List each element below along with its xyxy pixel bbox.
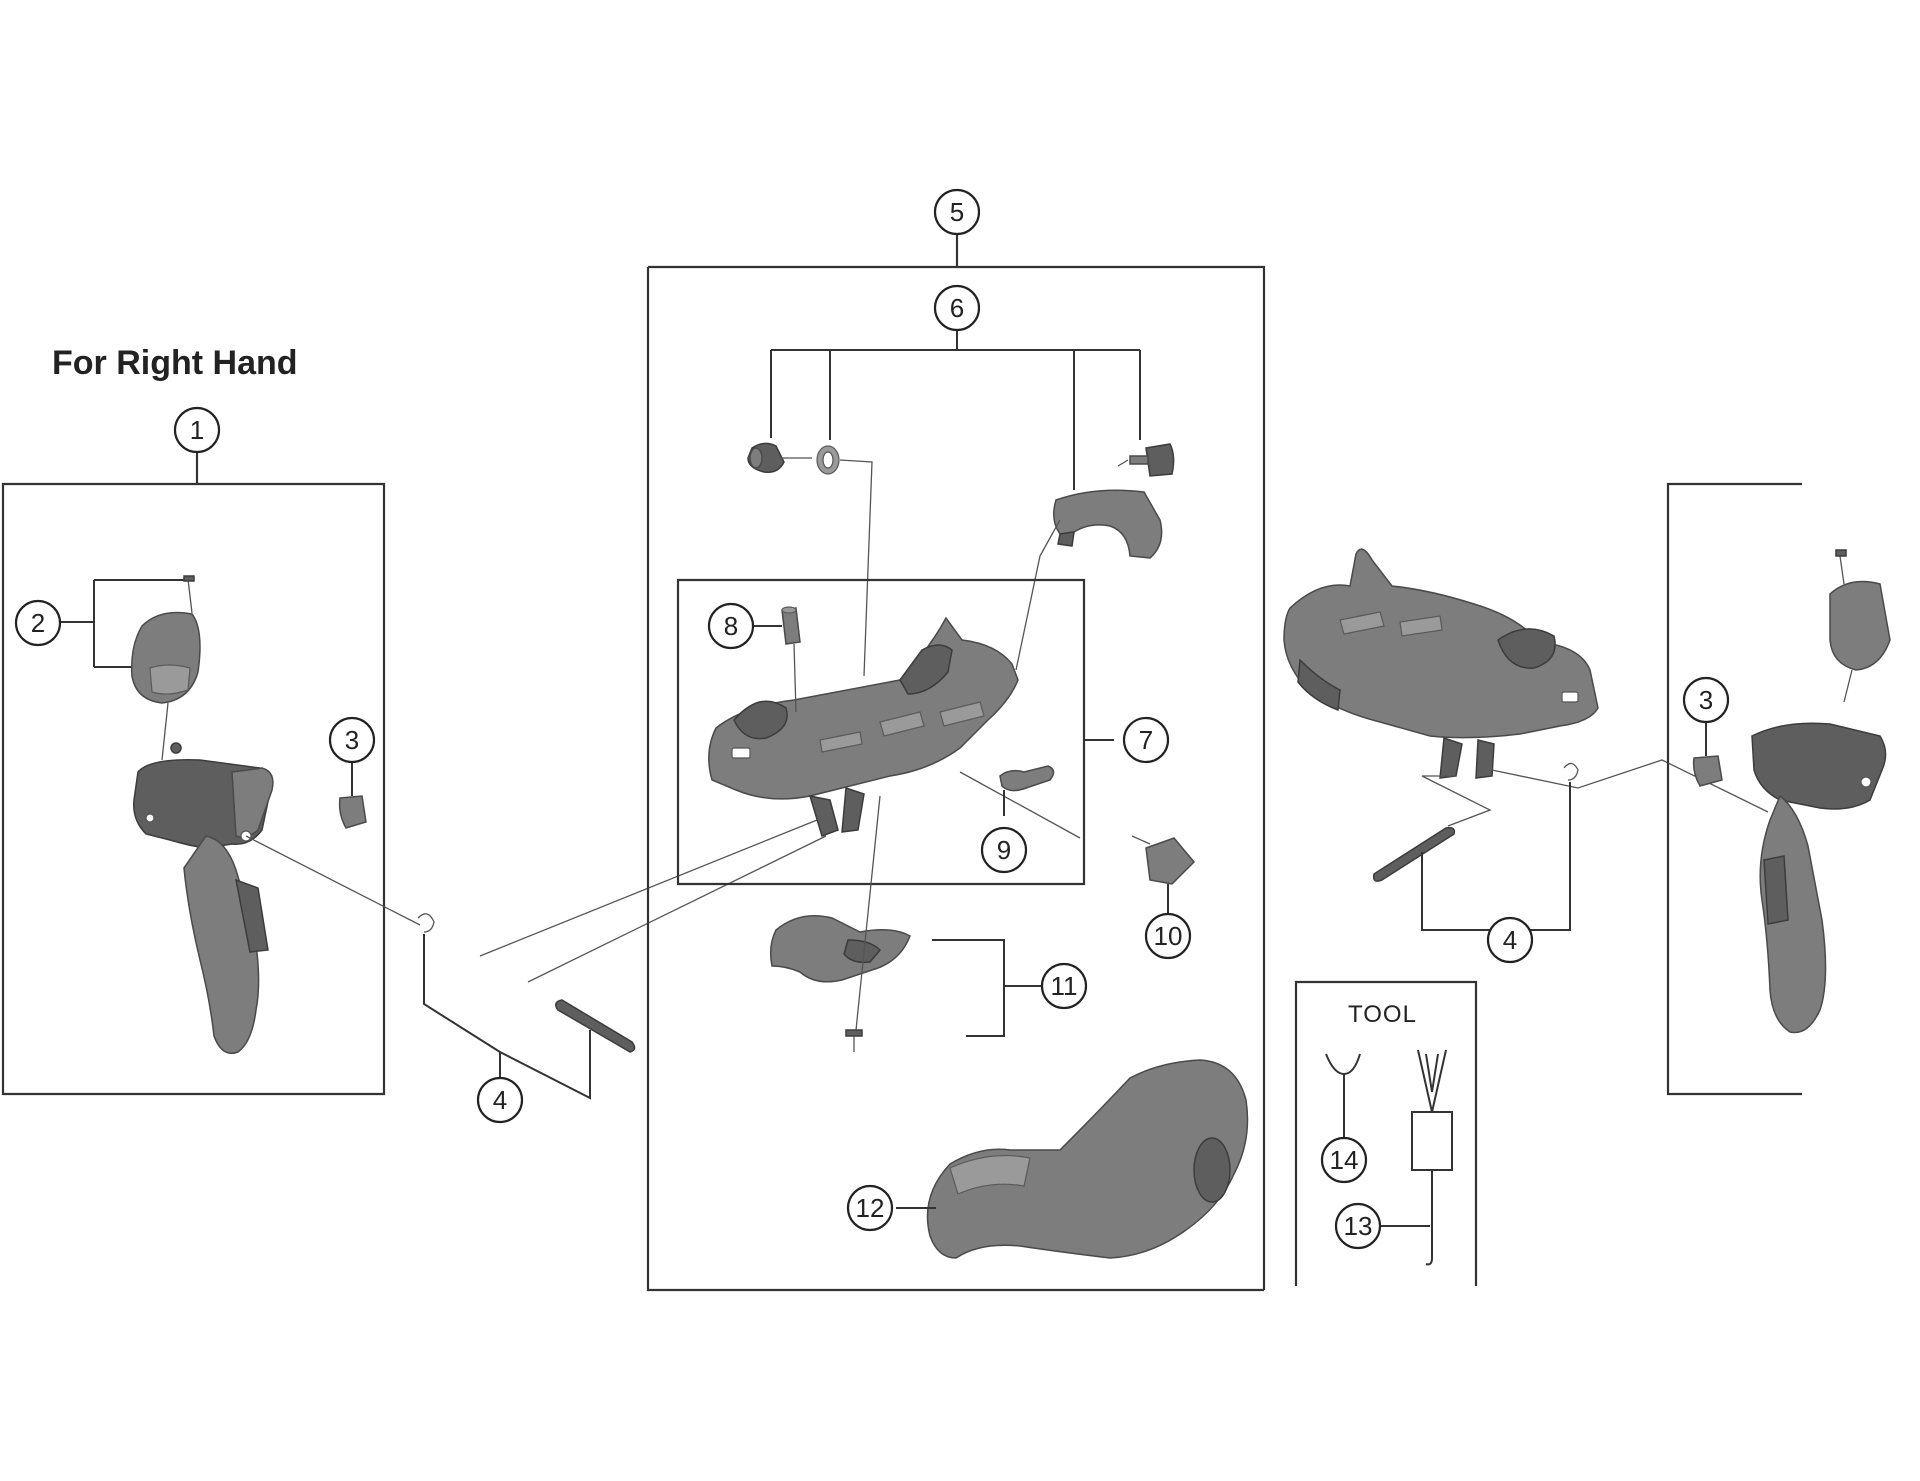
- part-11-screw: [845, 795, 881, 1052]
- guide-right-pivot: [1421, 759, 1769, 827]
- leader-part-4-left: [423, 934, 591, 1100]
- callout-14: 14: [1320, 1136, 1368, 1184]
- guide-part-8: [793, 643, 797, 713]
- part-3-small-block-left: [338, 795, 367, 829]
- part-1-lever-body-right: [1751, 669, 1887, 1034]
- svg-text:13: 13: [1344, 1211, 1373, 1241]
- frame-part-7: [676, 578, 1114, 886]
- part-1-lever-body: [133, 742, 274, 1054]
- guide-left-pivot: [245, 817, 827, 983]
- part-4-clip-pin-right: [1372, 762, 1579, 882]
- leader-part-4-right: [1421, 782, 1571, 931]
- callout-7: 7: [1122, 716, 1170, 764]
- callout-3-left: 3: [328, 716, 376, 764]
- part-13-pick-tool: [1411, 1049, 1453, 1266]
- guide-part-2: [161, 702, 169, 761]
- callout-13: 13: [1334, 1202, 1382, 1250]
- callout-9: 9: [980, 826, 1028, 874]
- part-6-bolt-left: [747, 442, 785, 474]
- callout-11: 11: [1040, 962, 1088, 1010]
- part-6-washer: [816, 445, 840, 475]
- callout-3-right: 3: [1682, 676, 1730, 724]
- svg-text:3: 3: [1699, 685, 1713, 715]
- svg-text:10: 10: [1154, 921, 1183, 951]
- svg-text:3: 3: [345, 725, 359, 755]
- svg-text:1: 1: [190, 415, 204, 445]
- callout-12: 12: [846, 1184, 894, 1232]
- callout-10: 10: [1144, 912, 1192, 960]
- part-2-hood-cap-right: [1829, 549, 1891, 671]
- frame-far-right: [1666, 482, 1802, 1096]
- guide-part-9: [959, 771, 1081, 839]
- callout-1: 1: [173, 406, 221, 454]
- part-3-small-block-right: [1692, 755, 1723, 787]
- callout-6: 6: [933, 284, 981, 332]
- svg-text:6: 6: [950, 293, 964, 323]
- svg-text:14: 14: [1330, 1145, 1359, 1175]
- part-14-fork-tool: [1325, 1053, 1361, 1104]
- callout-5: 5: [933, 188, 981, 236]
- svg-text:9: 9: [997, 835, 1011, 865]
- part-2-hood-cap: [130, 575, 201, 704]
- part-12-hood: [926, 1059, 1249, 1259]
- part-7-main-body: [708, 616, 1019, 837]
- part-10-spring: [1131, 835, 1196, 885]
- svg-text:12: 12: [856, 1193, 885, 1223]
- leader-part-2: [60, 579, 186, 668]
- svg-text:4: 4: [493, 1085, 507, 1115]
- frame-part-1: [1, 453, 386, 1096]
- assembled-body-right: [1283, 548, 1599, 779]
- callout-2: 2: [14, 599, 62, 647]
- part-11-cover: [769, 915, 911, 983]
- svg-text:8: 8: [724, 611, 738, 641]
- svg-text:7: 7: [1139, 725, 1153, 755]
- leader-part-11: [932, 939, 1044, 1037]
- svg-text:2: 2: [31, 608, 45, 638]
- frame-tool-box: [1294, 980, 1478, 1286]
- leader-part-6: [770, 326, 1141, 490]
- svg-text:11: 11: [1051, 971, 1078, 1001]
- tool-box-label: TOOL: [1348, 1001, 1417, 1028]
- part-4-clip-pin-left: [417, 913, 636, 1053]
- callout-4-right: 4: [1486, 916, 1534, 964]
- guide-part-6: [780, 457, 1129, 677]
- frame-part-5: [646, 229, 1266, 1292]
- callout-4-left: 4: [476, 1076, 524, 1124]
- part-6-band-clamp: [1053, 489, 1163, 559]
- svg-text:5: 5: [950, 197, 964, 227]
- part-9-return-lever: [999, 765, 1055, 792]
- heading-for-right-hand: For Right Hand: [52, 344, 298, 382]
- callout-8: 8: [707, 602, 755, 650]
- part-8-pin: [781, 606, 801, 645]
- svg-text:4: 4: [1503, 925, 1517, 955]
- part-6-bolt-right: [1129, 443, 1175, 477]
